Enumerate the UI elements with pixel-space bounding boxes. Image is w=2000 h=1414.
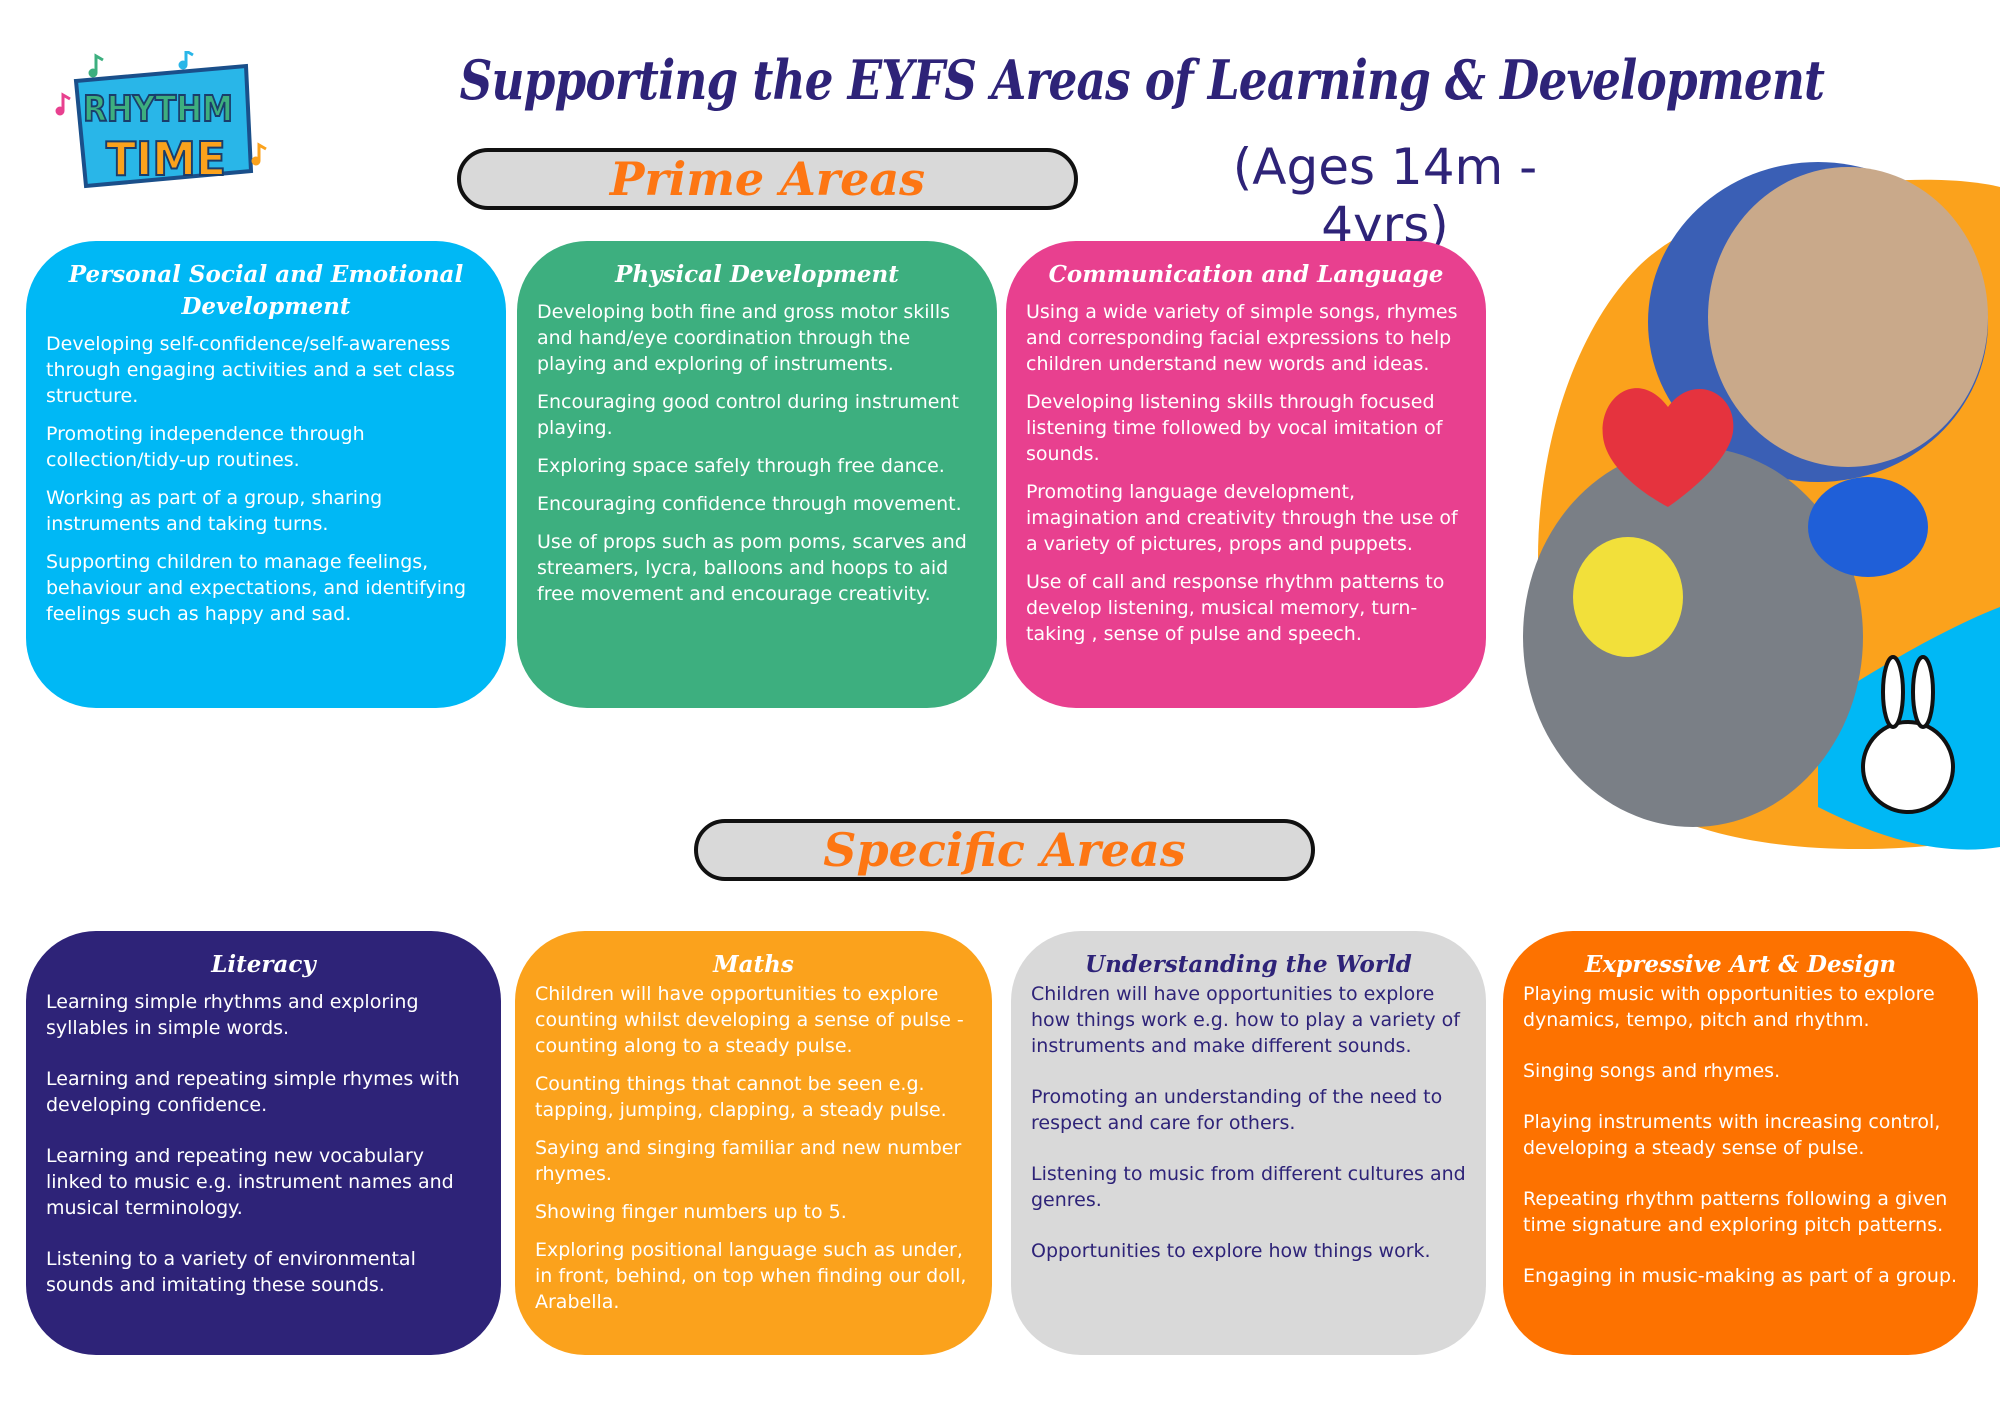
card-title: Literacy [211, 951, 316, 978]
card-item: Children will have opportunities to expl… [1031, 983, 1460, 1057]
card-understanding-world: Understanding the World Children will ha… [1011, 931, 1486, 1355]
card-item: Use of props such as pom poms, scarves a… [537, 531, 967, 605]
card-item: Learning and repeating simple rhymes wit… [46, 1068, 460, 1116]
card-item: Developing listening skills through focu… [1026, 391, 1443, 465]
card-title: Physical Development [615, 261, 899, 288]
card-physical: Physical Development Developing both fin… [517, 241, 997, 708]
specific-areas-label: Specific Areas [823, 823, 1186, 877]
card-item: Working as part of a group, sharing inst… [46, 487, 383, 535]
card-title: Expressive Art & Design [1584, 951, 1897, 978]
card-title: Personal Social and Emotional Developmen… [68, 261, 464, 320]
card-maths: Maths Children will have opportunities t… [515, 931, 992, 1355]
card-item: Encouraging good control during instrume… [537, 391, 959, 439]
card-item: Singing songs and rhymes. [1523, 1060, 1781, 1082]
card-item: Use of call and response rhythm patterns… [1026, 571, 1445, 645]
card-title: Communication and Language [1048, 261, 1444, 288]
card-item: Saying and singing familiar and new numb… [535, 1137, 962, 1185]
card-item: Listening to a variety of environmental … [46, 1248, 416, 1296]
card-communication: Communication and Language Using a wide … [1006, 241, 1486, 708]
prime-areas-banner: Prime Areas [457, 148, 1078, 210]
card-item: Promoting independence through collectio… [46, 423, 365, 471]
card-item: Opportunities to explore how things work… [1031, 1240, 1431, 1262]
card-item: Children will have opportunities to expl… [535, 983, 964, 1057]
card-title: Understanding the World [1085, 951, 1412, 978]
logo: RHYTHM TIME [51, 48, 269, 199]
card-item: Engaging in music-making as part of a gr… [1523, 1265, 1958, 1287]
svg-text:TIME: TIME [106, 132, 226, 186]
specific-areas-banner: Specific Areas [694, 819, 1315, 881]
card-item: Counting things that cannot be seen e.g.… [535, 1073, 947, 1121]
card-item: Learning simple rhythms and exploring sy… [46, 991, 419, 1039]
svg-text:RHYTHM: RHYTHM [83, 89, 233, 130]
card-item: Repeating rhythm patterns following a gi… [1523, 1188, 1948, 1236]
card-item: Listening to music from different cultur… [1031, 1163, 1466, 1211]
card-item: Learning and repeating new vocabulary li… [46, 1145, 454, 1219]
card-item: Showing finger numbers up to 5. [535, 1201, 847, 1223]
card-item: Playing music with opportunities to expl… [1523, 983, 1935, 1031]
card-title: Maths [713, 951, 794, 978]
card-item: Promoting an understanding of the need t… [1031, 1086, 1443, 1134]
card-psed: Personal Social and Emotional Developmen… [26, 241, 506, 708]
card-item: Playing instruments with increasing cont… [1523, 1111, 1941, 1159]
card-expressive-art: Expressive Art & Design Playing music wi… [1503, 931, 1978, 1355]
card-item: Supporting children to manage feelings, … [46, 551, 467, 625]
card-item: Encouraging confidence through movement. [537, 493, 962, 515]
prime-areas-label: Prime Areas [609, 152, 926, 206]
card-item: Exploring space safely through free danc… [537, 455, 945, 477]
card-literacy: Literacy Learning simple rhythms and exp… [26, 931, 501, 1355]
page-title: Supporting the EYFS Areas of Learning & … [459, 48, 1825, 112]
card-item: Promoting language development, imaginat… [1026, 481, 1458, 555]
card-item: Developing self-confidence/self-awarenes… [46, 333, 456, 407]
card-item: Using a wide variety of simple songs, rh… [1026, 301, 1458, 375]
photo-collage [1518, 147, 2000, 880]
card-item: Exploring positional language such as un… [535, 1239, 967, 1313]
music-note-icon [55, 48, 267, 166]
card-item: Developing both fine and gross motor ski… [537, 301, 950, 375]
